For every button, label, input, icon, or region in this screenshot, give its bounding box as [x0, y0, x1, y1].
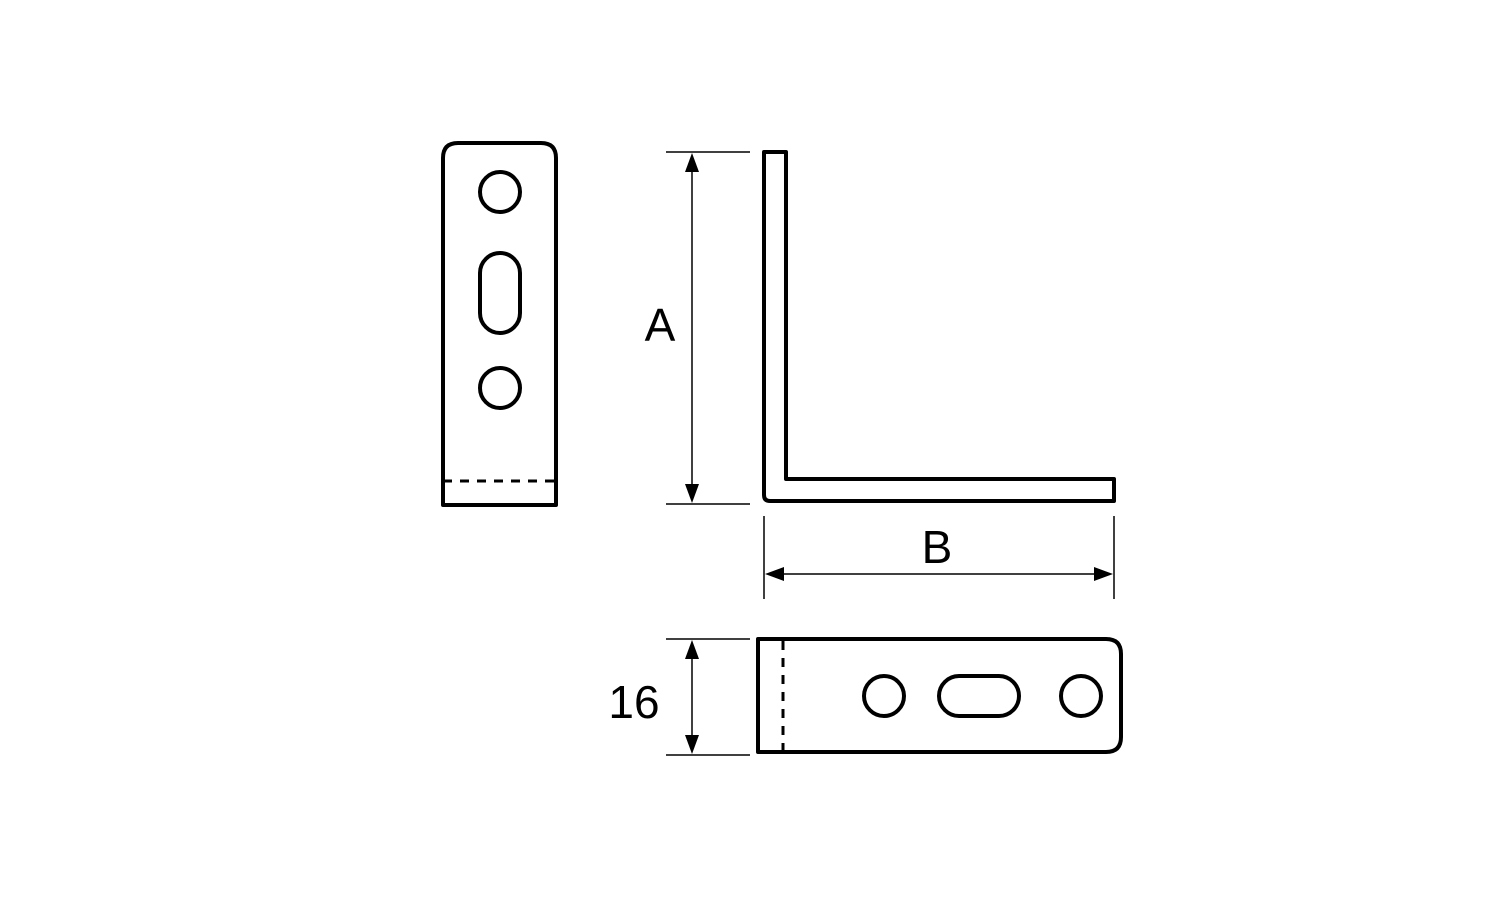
dimension-16-arrow-bottom: [685, 735, 699, 754]
dimension-a-arrow-bottom: [685, 484, 699, 503]
front-view-slot: [478, 251, 522, 335]
side-view-l-profile: [762, 150, 1116, 503]
bottom-view-left-hole: [862, 674, 906, 718]
dimension-a-label: A: [645, 299, 676, 351]
dimension-b-arrow-right: [1094, 567, 1113, 581]
front-view-outline: [441, 141, 558, 507]
bottom-view: [756, 637, 1123, 754]
side-view: [762, 150, 1116, 503]
bottom-view-slot: [937, 674, 1021, 718]
front-view-top-hole: [478, 170, 522, 214]
dimension-b-label: B: [922, 521, 953, 573]
dimension-16: 16: [608, 638, 750, 756]
front-view: [441, 141, 558, 507]
bottom-view-right-hole: [1059, 674, 1103, 718]
dimension-16-arrow-top: [685, 640, 699, 659]
dimension-b-arrow-left: [765, 567, 784, 581]
front-view-bottom-hole: [478, 366, 522, 410]
bottom-view-outline: [756, 637, 1123, 754]
dimension-16-label: 16: [608, 676, 659, 728]
dimension-a: A: [645, 151, 750, 505]
dimension-b: B: [763, 516, 1115, 599]
dimension-a-arrow-top: [685, 153, 699, 172]
